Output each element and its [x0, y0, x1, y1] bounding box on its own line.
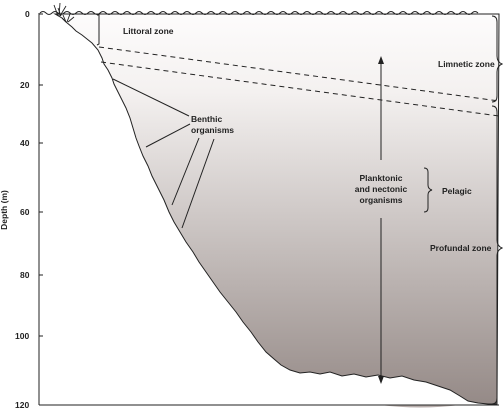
benthic-pointer-lines	[112, 78, 215, 229]
limnetic-zone-label: Limnetic zone	[438, 59, 495, 69]
tick-label-120: 120	[15, 400, 29, 410]
lake-basin	[53, 13, 500, 405]
lower-dashed-boundary	[100, 61, 500, 117]
tick-label-60: 60	[20, 207, 30, 217]
tick-label-40: 40	[20, 138, 30, 148]
bottom-sediment	[380, 405, 460, 408]
planktonic-range-arrow	[378, 56, 384, 384]
shore-plants-icon	[53, 2, 75, 23]
depth-axis-ticks	[39, 13, 43, 406]
tick-label-80: 80	[20, 270, 30, 280]
upper-dashed-boundary	[98, 46, 500, 102]
planktonic-label-line3: organisms	[360, 195, 403, 205]
tick-label-20: 20	[20, 80, 30, 90]
water-surface	[39, 11, 479, 15]
littoral-zone-label: Littoral zone	[123, 26, 174, 36]
profundal-brace	[491, 105, 503, 405]
benthic-label-line1: Benthic	[191, 114, 222, 124]
profundal-zone-label: Profundal zone	[430, 243, 492, 253]
tick-label-0: 0	[25, 9, 30, 19]
planktonic-label-line1: Planktonic	[360, 173, 403, 183]
tick-label-100: 100	[15, 331, 29, 341]
planktonic-label-line2: and nectonic	[355, 184, 408, 194]
pelagic-label: Pelagic	[442, 186, 472, 196]
limnetic-brace	[491, 15, 503, 103]
depth-axis-title: Depth (m)	[0, 190, 9, 230]
littoral-bracket	[96, 14, 100, 46]
benthic-label-line2: organisms	[191, 125, 234, 135]
pelagic-brace	[423, 167, 433, 213]
